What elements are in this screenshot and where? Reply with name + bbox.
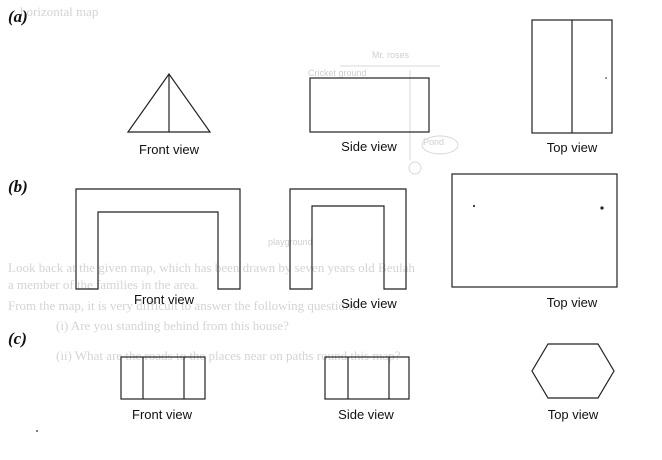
- top-view-split-rectangle: [531, 19, 613, 134]
- front-view-label: Front view: [132, 407, 193, 422]
- ghost-header-fragment: horizontal map: [20, 4, 98, 19]
- row-b: (b) Front view Side view Top view: [8, 173, 618, 311]
- ghost-text-line-5: (ii) What are the roads to the places ne…: [56, 348, 401, 363]
- row-label: (c): [8, 329, 27, 348]
- row-a: (a) Front view Side view Top view: [8, 7, 613, 157]
- speck: [605, 77, 607, 79]
- ghost-text-line-1: Look back at the given map, which has be…: [8, 260, 415, 275]
- row-label: (a): [8, 7, 28, 26]
- side-view-label: Side view: [341, 296, 397, 311]
- row-label: (b): [8, 177, 28, 196]
- ghost-map-label-1: Mr. roses: [372, 50, 410, 60]
- speck: [36, 430, 38, 432]
- front-view-label: Front view: [134, 292, 195, 307]
- front-view-three-panel-rectangle: [120, 356, 206, 400]
- row-c: (c) Front view Side view Top view: [8, 329, 615, 422]
- ghost-map-marker: [408, 161, 422, 175]
- speck: [472, 204, 476, 208]
- ghost-text-line-4: (i) Are you standing behind from this ho…: [56, 318, 289, 333]
- outer-rectangle: [324, 356, 410, 400]
- side-view-label: Side view: [341, 139, 397, 154]
- outer-rectangle: [120, 356, 206, 400]
- front-view-arch: [75, 188, 241, 290]
- side-view-label: Side view: [338, 407, 394, 422]
- speck: [600, 206, 604, 210]
- side-view-three-panel-rectangle: [324, 356, 410, 400]
- front-view-label: Front view: [139, 142, 200, 157]
- top-view-label: Top view: [547, 295, 598, 310]
- side-view-rectangle: [309, 77, 430, 133]
- side-view-arch: [289, 188, 407, 290]
- top-view-label: Top view: [547, 140, 598, 155]
- ghost-map-pond: [421, 135, 459, 155]
- ghost-map-label-2: Cricket ground: [308, 68, 367, 78]
- ghost-map-label-3: Pond: [423, 137, 444, 147]
- top-view-hexagon: [531, 343, 615, 399]
- ghost-text-line-2: a member of the families in the area.: [8, 277, 199, 292]
- top-view-rectangle: [451, 173, 618, 288]
- front-view-cone: [126, 72, 212, 133]
- bleed-through-layer: horizontal map Mr. roses Cricket ground …: [8, 4, 459, 363]
- top-view-label: Top view: [548, 407, 599, 422]
- print-specks: [36, 77, 607, 432]
- ghost-text-line-3: From the map, it is very difficult to an…: [8, 298, 360, 313]
